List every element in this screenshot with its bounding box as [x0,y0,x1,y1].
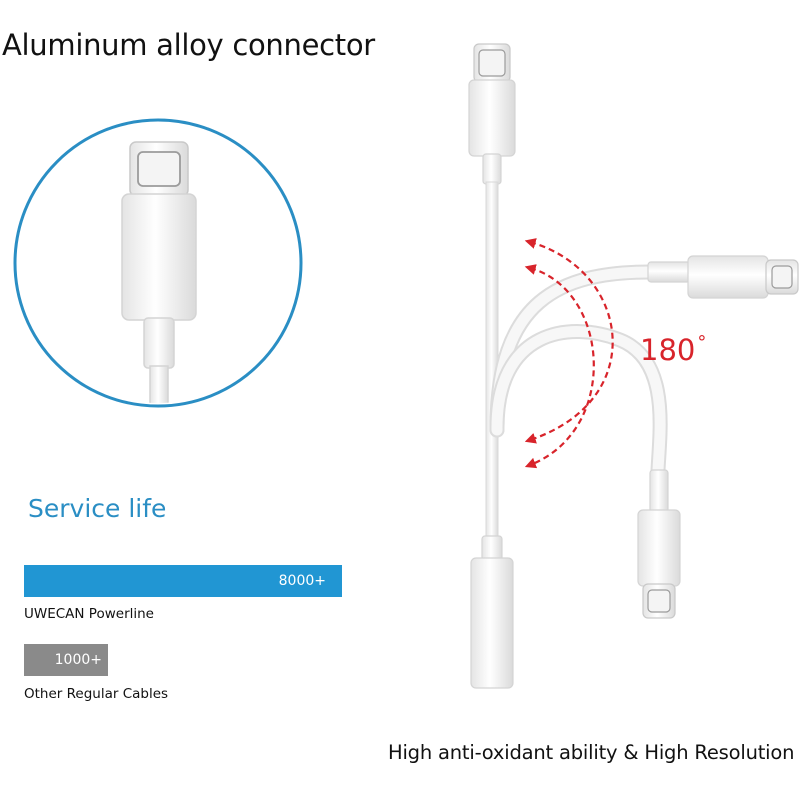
straight-adapter [468,43,516,689]
service-life-title: Service life [28,494,167,523]
headline: Aluminum alloy connector [2,28,375,62]
bent-cable-lower [489,324,681,619]
regular-cable-life-value: 1000+ [54,652,102,668]
powerline-life-value: 8000+ [278,573,326,589]
regular-cable-life-bar: 1000+ [24,644,108,676]
powerline-life-label: UWECAN Powerline [24,606,154,622]
regular-cable-life-label: Other Regular Cables [24,686,169,702]
bend-angle-value: 180 [640,333,696,367]
bend-angle-label: 180° [640,332,706,367]
bend-arrows [524,238,614,469]
bend-angle-unit: ° [697,332,707,353]
connector-zoom-circle [13,118,303,408]
powerline-life-bar: 8000+ [24,565,342,597]
footer-tagline: High anti-oxidant ability & High Resolut… [388,741,795,764]
